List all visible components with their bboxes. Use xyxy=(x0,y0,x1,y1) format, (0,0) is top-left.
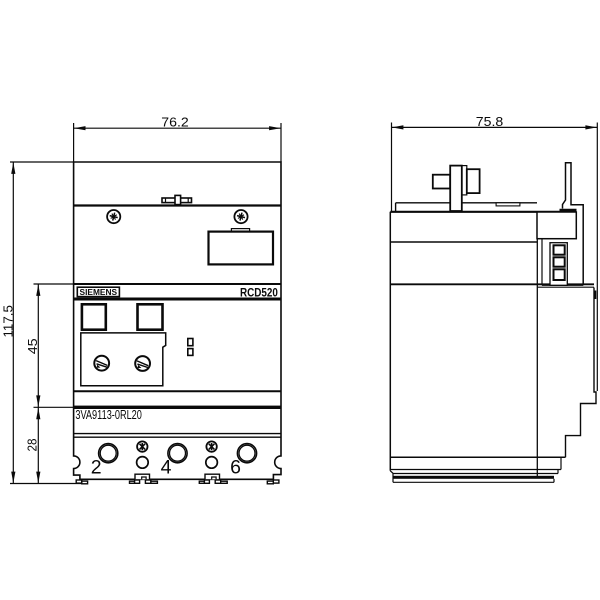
svg-text:76.2: 76.2 xyxy=(161,114,189,129)
svg-text:45: 45 xyxy=(25,338,40,354)
svg-text:SIEMENS: SIEMENS xyxy=(80,288,118,297)
svg-text:6: 6 xyxy=(230,457,241,479)
svg-text:2: 2 xyxy=(91,456,102,478)
svg-text:117.5: 117.5 xyxy=(1,305,16,338)
svg-text:28: 28 xyxy=(25,439,40,452)
svg-text:75.8: 75.8 xyxy=(476,114,504,129)
svg-text:3VA9113-0RL20: 3VA9113-0RL20 xyxy=(75,407,141,422)
svg-text:4: 4 xyxy=(161,457,172,479)
svg-text:RCD520: RCD520 xyxy=(240,286,278,300)
